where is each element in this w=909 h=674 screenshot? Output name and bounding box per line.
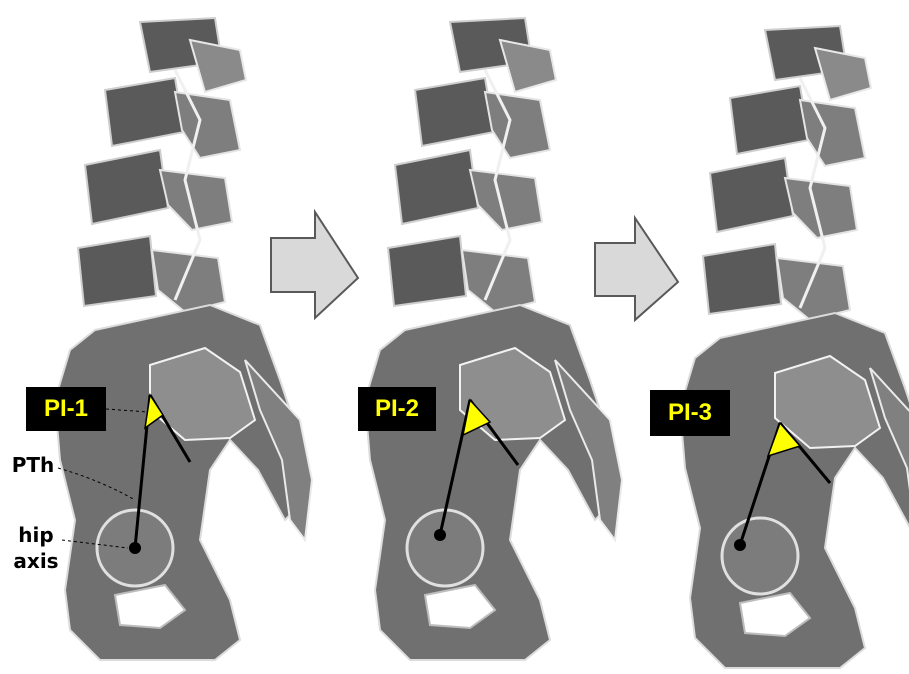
right-block-arrow-icon xyxy=(271,212,358,318)
lumbar-spine-2 xyxy=(388,18,556,312)
pelvis-2 xyxy=(365,305,622,660)
pi-3-label: PI-3 xyxy=(650,390,730,436)
pelvis-3 xyxy=(680,313,909,668)
hip-axis-annotation-line1: hip xyxy=(8,522,64,548)
panel-3 xyxy=(680,26,909,668)
hip-axis-annotation-line2: axis xyxy=(8,548,64,574)
hip-axis-dot-2 xyxy=(434,529,446,541)
pelvis-1 xyxy=(55,305,312,660)
hip-axis-dot-1 xyxy=(129,542,141,554)
lumbar-spine-3 xyxy=(703,26,871,320)
hip-axis-annotation: hip axis xyxy=(8,522,64,574)
panel-1 xyxy=(55,18,312,660)
right-block-arrow-icon xyxy=(595,218,678,320)
lumbar-spine-1 xyxy=(78,18,246,312)
pi-1-label: PI-1 xyxy=(26,387,106,431)
panel-2 xyxy=(365,18,622,660)
pi-2-label: PI-2 xyxy=(358,387,436,431)
hip-axis-dot-3 xyxy=(734,539,746,551)
pth-annotation: PTh xyxy=(8,452,58,478)
